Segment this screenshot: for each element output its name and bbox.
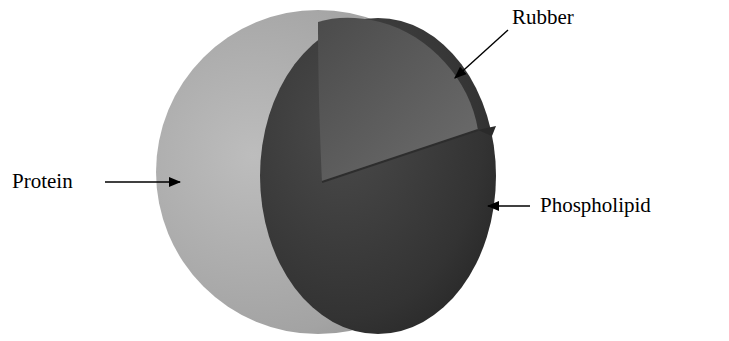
leader-arrow	[105, 181, 180, 182]
rubber-core	[318, 18, 478, 182]
leader-arrow	[455, 30, 508, 78]
part-label: Protein	[12, 170, 73, 193]
part-label: Phospholipid	[540, 194, 651, 217]
part-label: Rubber	[512, 6, 574, 29]
cut-edge	[322, 130, 478, 182]
phospholipid-layer	[260, 18, 496, 334]
leader-arrow	[488, 205, 530, 206]
shell-notch	[478, 126, 496, 136]
